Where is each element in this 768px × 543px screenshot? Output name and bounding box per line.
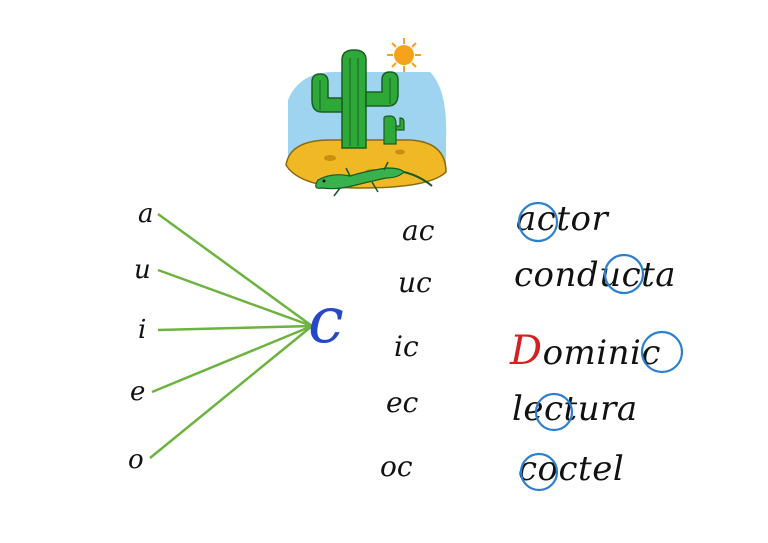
word-coctel-text: coctel bbox=[518, 449, 624, 489]
circle-mark-lectura bbox=[534, 392, 574, 432]
vowel-u: u bbox=[134, 255, 151, 285]
word-conducta: conducta bbox=[514, 255, 676, 295]
word-actor: actor bbox=[516, 199, 609, 239]
vowel-o: o bbox=[128, 445, 144, 475]
connector-line-i bbox=[157, 324, 313, 332]
cactus-icon bbox=[311, 49, 399, 149]
connector-lines bbox=[149, 212, 313, 459]
word-dominic-text: ominic bbox=[543, 333, 661, 373]
syllable-ic: ic bbox=[394, 330, 419, 363]
word-lectura-text: lectura bbox=[512, 389, 638, 429]
circle-mark-actor bbox=[517, 201, 559, 243]
center-letter-c: c bbox=[308, 284, 344, 358]
connector-line-u bbox=[157, 268, 313, 328]
connector-line-a bbox=[157, 212, 313, 328]
circle-mark-coctel bbox=[519, 452, 559, 492]
circle-mark-conducta bbox=[603, 253, 645, 295]
lizard-icon bbox=[315, 161, 433, 197]
connector-line-o bbox=[149, 325, 313, 459]
vowel-e: e bbox=[130, 377, 145, 407]
sun-icon bbox=[387, 38, 421, 72]
syllable-ac: ac bbox=[402, 214, 435, 247]
word-actor-text: actor bbox=[516, 199, 609, 239]
word-dominic-capital: D bbox=[509, 328, 543, 374]
word-dominic: Dominic bbox=[509, 328, 661, 374]
word-conducta-text: conducta bbox=[514, 255, 676, 295]
word-lectura: lectura bbox=[512, 389, 638, 429]
connector-line-e bbox=[151, 324, 313, 394]
syllable-uc: uc bbox=[398, 266, 432, 299]
circle-marks bbox=[517, 201, 684, 492]
word-coctel: coctel bbox=[518, 449, 624, 489]
vowel-a: a bbox=[138, 199, 154, 229]
syllable-oc: oc bbox=[380, 450, 413, 483]
syllable-ec: ec bbox=[386, 386, 419, 419]
circle-mark-dominic bbox=[640, 330, 684, 374]
vowel-i: i bbox=[138, 315, 146, 345]
